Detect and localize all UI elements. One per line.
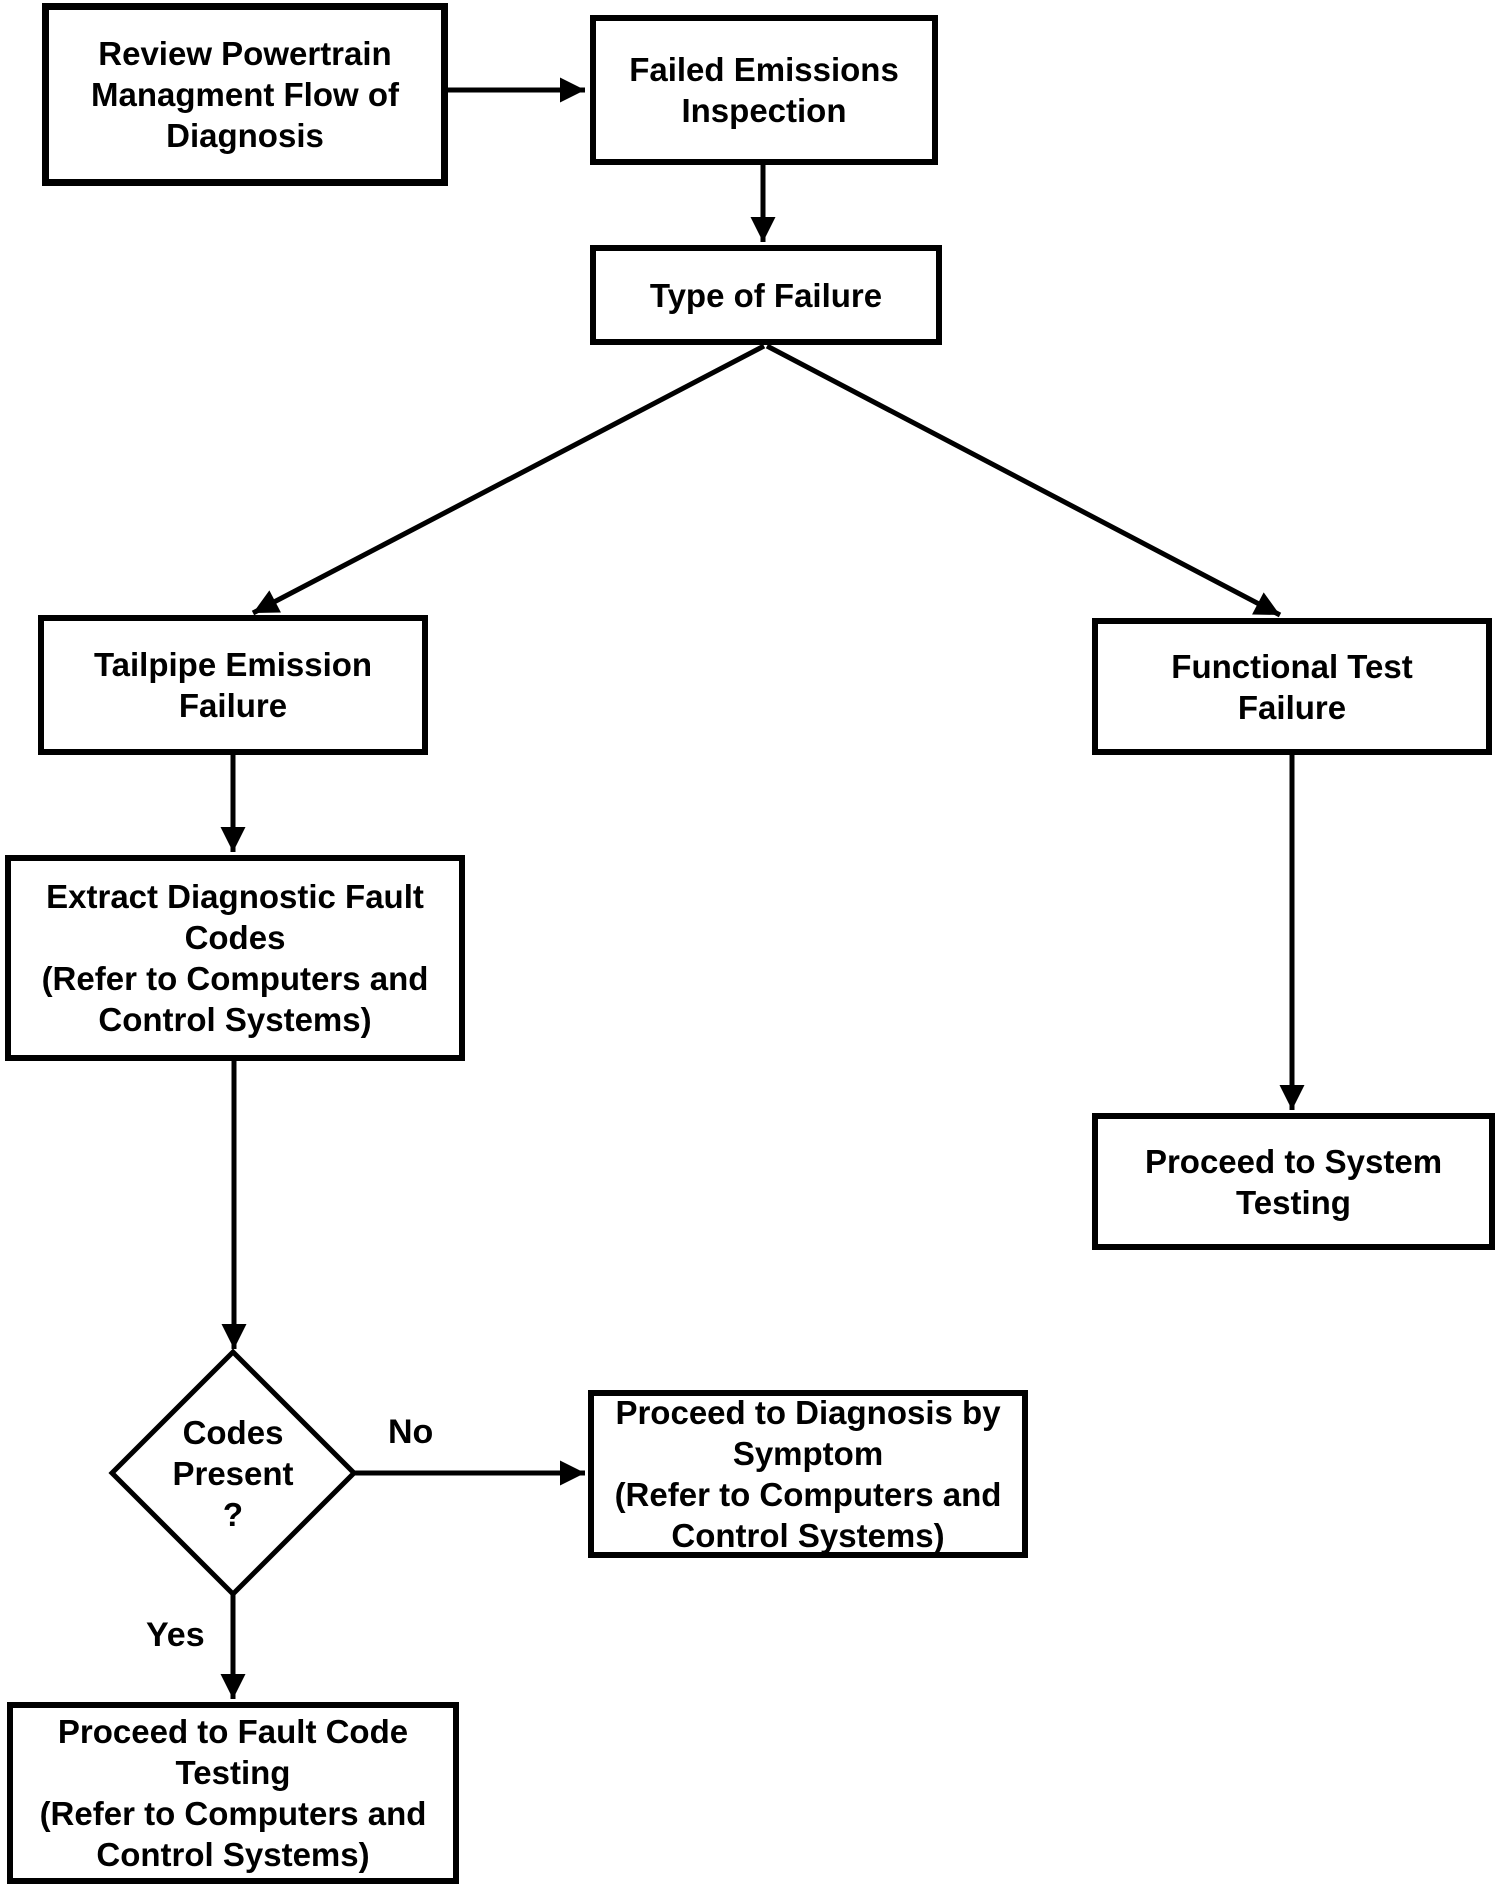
node-type-of-failure-label: Type of Failure	[649, 276, 883, 314]
node-extract-diagnostic-fault-codes: Extract Diagnostic Fault Codes (Refer to…	[5, 855, 465, 1061]
node-functional-test-failure-label: Functional Test Failure	[1171, 647, 1413, 726]
node-proceed-to-fault-code-testing: Proceed to Fault Code Testing (Refer to …	[7, 1702, 459, 1884]
node-type-of-failure: Type of Failure	[590, 245, 942, 345]
edge-type-to-functional	[765, 343, 1282, 618]
node-extract-diagnostic-fault-codes-label: Extract Diagnostic Fault Codes (Refer to…	[41, 878, 429, 1038]
node-proceed-to-system-testing-label: Proceed to System Testing	[1144, 1142, 1443, 1221]
decision-codes-present: Codes Present ?	[133, 1393, 333, 1553]
node-failed-emissions-inspection-label: Failed Emissions Inspection	[629, 51, 899, 129]
node-review-powertrain: Review Powertrain Managment Flow of Diag…	[42, 3, 448, 186]
node-proceed-to-system-testing: Proceed to System Testing	[1092, 1113, 1495, 1250]
node-proceed-to-diagnosis-by-symptom-label: Proceed to Diagnosis by Symptom (Refer t…	[614, 1394, 1002, 1554]
node-review-powertrain-label: Review Powertrain Managment Flow of Diag…	[91, 35, 399, 154]
decision-codes-present-label: Codes Present ?	[172, 1413, 294, 1533]
node-functional-test-failure: Functional Test Failure	[1092, 618, 1492, 755]
node-proceed-to-fault-code-testing-label: Proceed to Fault Code Testing (Refer to …	[39, 1713, 427, 1873]
edge-label-yes: Yes	[146, 1616, 205, 1654]
edge-type-to-tailpipe	[251, 343, 766, 616]
node-proceed-to-diagnosis-by-symptom: Proceed to Diagnosis by Symptom (Refer t…	[588, 1390, 1028, 1558]
node-tailpipe-emission-failure-label: Tailpipe Emission Failure	[93, 646, 373, 724]
node-failed-emissions-inspection: Failed Emissions Inspection	[590, 15, 938, 165]
node-tailpipe-emission-failure: Tailpipe Emission Failure	[38, 615, 428, 755]
edge-label-no: No	[388, 1413, 434, 1451]
